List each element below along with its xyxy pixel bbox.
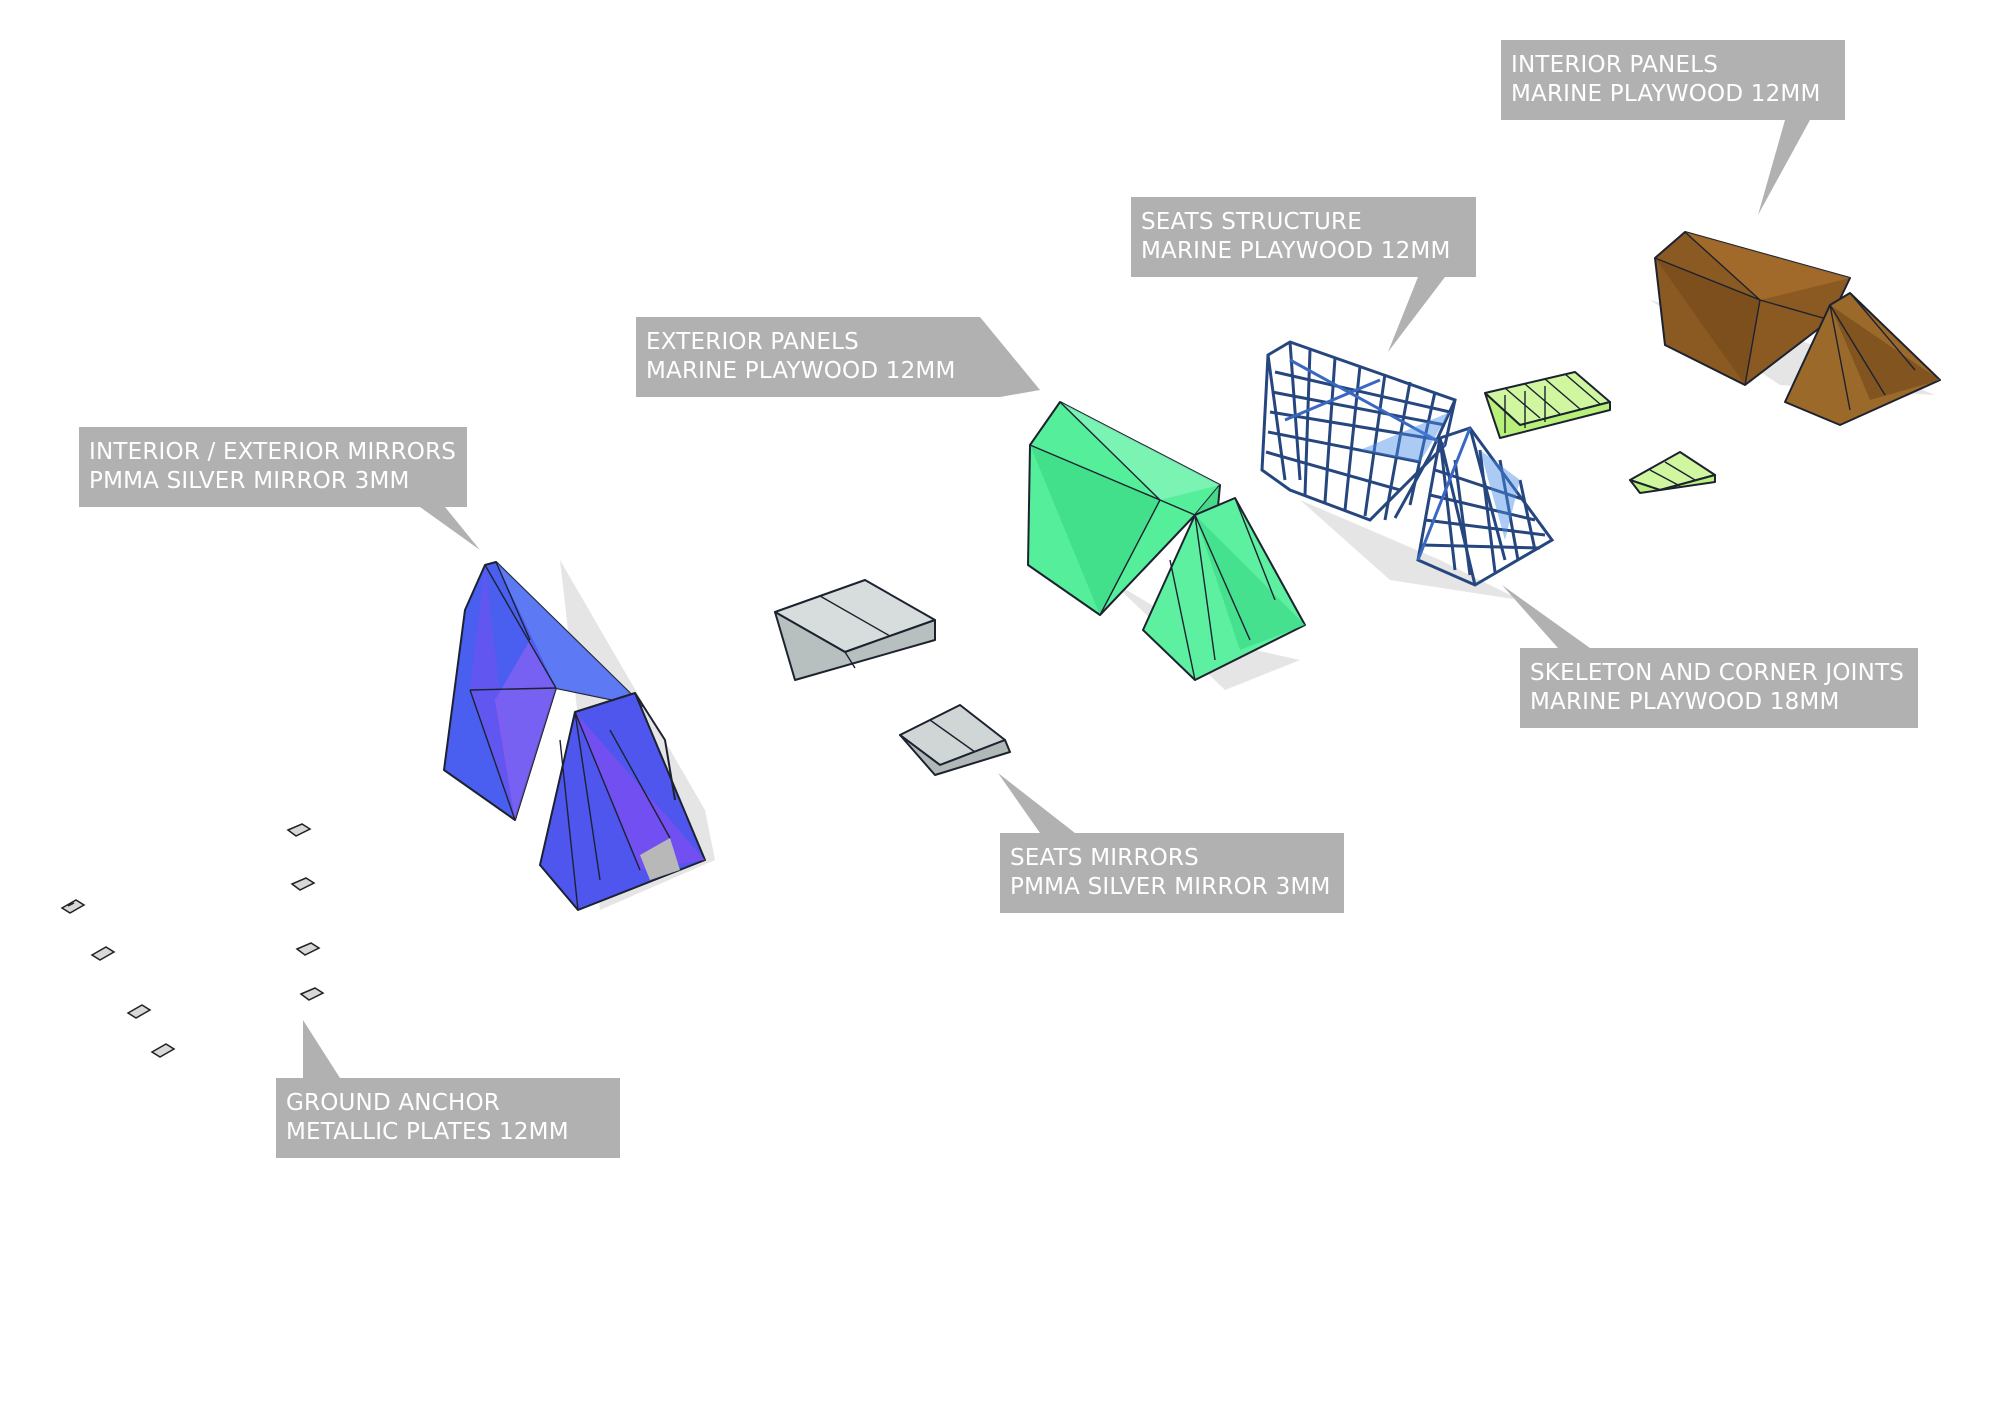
callout-mirrors: INTERIOR / EXTERIOR MIRRORS PMMA SILVER …	[79, 427, 480, 550]
mirrors-assembly	[443, 560, 715, 911]
seat-mirrors-assembly	[774, 579, 1011, 776]
callout-mirrors-line2: PMMA SILVER MIRROR 3MM	[89, 468, 410, 494]
callout-exterior-panels-line2: MARINE PLAYWOOD 12MM	[646, 358, 956, 384]
anchor-plate	[126, 1004, 152, 1019]
callout-ground-anchor: GROUND ANCHOR METALLIC PLATES 12MM	[276, 1020, 620, 1158]
callout-mirrors-line1: INTERIOR / EXTERIOR MIRRORS	[89, 439, 456, 465]
anchor-plate	[286, 823, 312, 837]
callout-ground-anchor-line2: METALLIC PLATES 12MM	[286, 1119, 569, 1145]
callout-seats-mirrors: SEATS MIRRORS PMMA SILVER MIRROR 3MM	[998, 773, 1344, 913]
interior-panels-assembly	[1650, 231, 1941, 426]
callout-seats-structure-line1: SEATS STRUCTURE	[1141, 209, 1362, 235]
seat-structure-assembly	[1484, 371, 1716, 494]
callout-ground-anchor-line1: GROUND ANCHOR	[286, 1090, 500, 1116]
callout-seats-mirrors-line1: SEATS MIRRORS	[1010, 845, 1199, 871]
anchor-plate	[299, 987, 325, 1001]
exterior-panels-assembly	[1027, 401, 1306, 690]
callout-seats-mirrors-line2: PMMA SILVER MIRROR 3MM	[1010, 874, 1331, 900]
callout-exterior-panels-line1: EXTERIOR PANELS	[646, 329, 859, 355]
skeleton-assembly	[1260, 340, 1555, 600]
callout-interior-panels: INTERIOR PANELS MARINE PLAYWOOD 12MM	[1501, 40, 1845, 215]
anchor-plate	[150, 1043, 176, 1058]
callout-interior-panels-line2: MARINE PLAYWOOD 12MM	[1511, 81, 1821, 107]
ground-anchor-plates	[60, 823, 325, 1058]
callout-seats-structure: SEATS STRUCTURE MARINE PLAYWOOD 12MM	[1131, 197, 1476, 352]
anchor-plate	[290, 877, 316, 891]
callout-skeleton-line2: MARINE PLAYWOOD 18MM	[1530, 689, 1840, 715]
callout-skeleton: SKELETON AND CORNER JOINTS MARINE PLAYWO…	[1502, 585, 1918, 728]
callout-skeleton-line1: SKELETON AND CORNER JOINTS	[1530, 660, 1904, 686]
callout-exterior-panels: EXTERIOR PANELS MARINE PLAYWOOD 12MM	[636, 317, 1040, 397]
anchor-plate	[295, 942, 321, 956]
callout-interior-panels-line1: INTERIOR PANELS	[1511, 52, 1718, 78]
callout-seats-structure-line2: MARINE PLAYWOOD 12MM	[1141, 238, 1451, 264]
anchor-plate	[90, 946, 116, 961]
anchor-plate	[60, 899, 86, 914]
